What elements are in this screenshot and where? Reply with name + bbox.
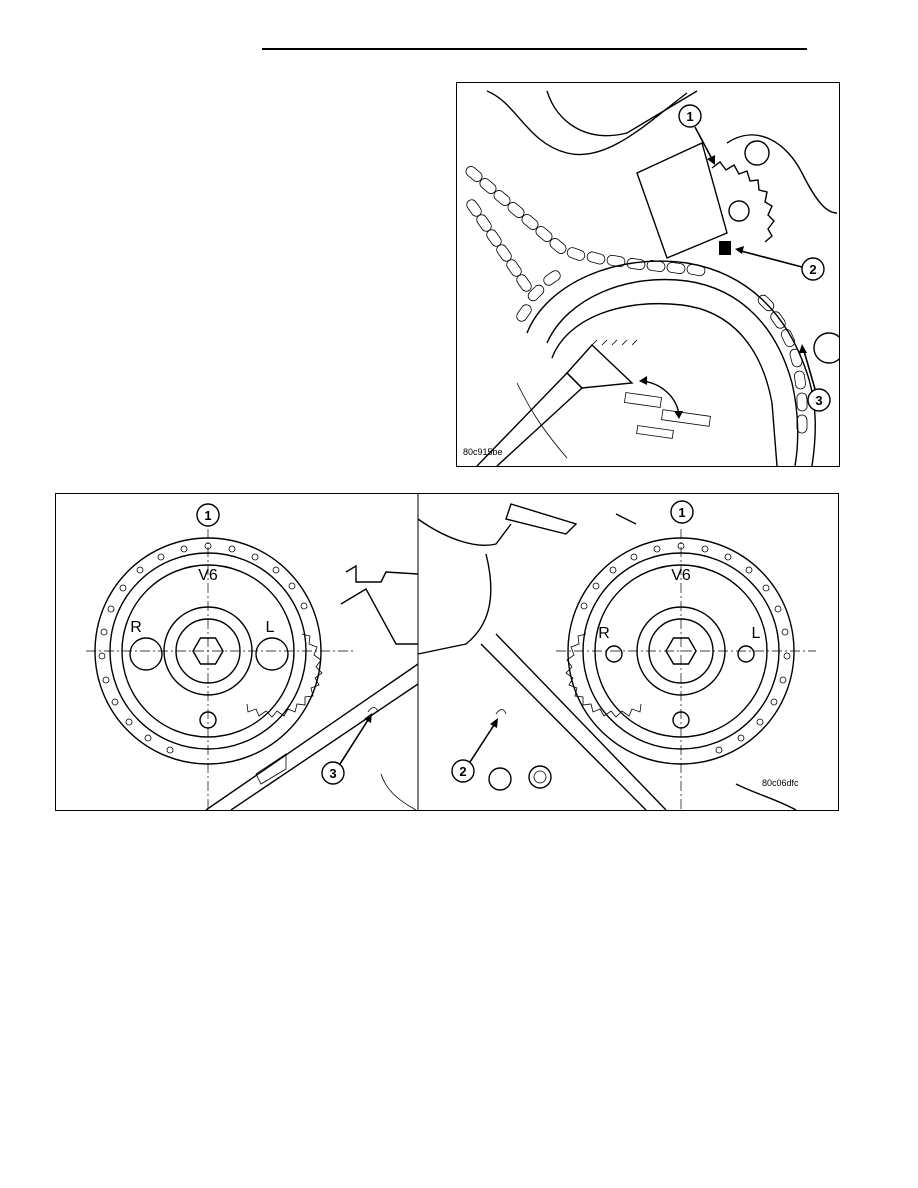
callout-3-label: 3 bbox=[815, 393, 822, 408]
figure-top-illustration: 1 2 3 80c915be bbox=[463, 90, 839, 466]
figure-cam-sprocket-alignment: V6 R L 1 bbox=[55, 493, 839, 811]
right-guide-edge-2 bbox=[495, 633, 667, 810]
right-bracket-tip bbox=[615, 513, 637, 525]
engine-outline bbox=[486, 90, 688, 156]
right-chain-pins bbox=[580, 542, 791, 754]
left-guide-edge-1 bbox=[205, 663, 419, 810]
timing-chain-sprocket-links bbox=[516, 270, 808, 434]
right-callout-1: 1 bbox=[670, 500, 694, 524]
right-callout-1-label: 1 bbox=[678, 505, 685, 520]
left-gear-label-r: R bbox=[130, 619, 142, 636]
right-boss-1 bbox=[488, 767, 512, 791]
left-bracket-top bbox=[345, 564, 419, 583]
sprocket-face bbox=[551, 302, 778, 466]
left-callout-1: 1 bbox=[196, 503, 220, 527]
right-lower-edge bbox=[735, 783, 797, 810]
right-gear-label-r: R bbox=[598, 625, 610, 642]
engine-outline-2 bbox=[546, 90, 698, 137]
sprocket-rim bbox=[546, 278, 799, 466]
left-callout-1-label: 1 bbox=[204, 508, 211, 523]
right-l-hole bbox=[737, 645, 755, 663]
tensioner-body bbox=[636, 142, 728, 259]
figure-timing-chain-tool: 1 2 3 80c915be bbox=[456, 82, 840, 467]
right-callout-2: 2 bbox=[451, 718, 498, 783]
right-sprocket: V6 R L bbox=[556, 529, 816, 810]
rotation-arrowhead bbox=[674, 411, 683, 419]
left-sprocket: V6 R L bbox=[86, 529, 356, 810]
callout-2-label: 2 bbox=[809, 262, 816, 277]
bracket-outline bbox=[726, 134, 838, 214]
right-sprocket-teeth bbox=[565, 633, 642, 718]
right-boss-2 bbox=[528, 765, 552, 789]
left-block-edge bbox=[380, 773, 417, 810]
right-bracket-top bbox=[505, 503, 578, 535]
timing-chain-lower-strand bbox=[466, 199, 532, 292]
header-rule bbox=[262, 48, 807, 50]
rotation-arrow bbox=[641, 380, 680, 416]
sprocket-mark-1 bbox=[624, 392, 662, 408]
sprocket-outer-chain bbox=[526, 260, 816, 466]
right-gear-label-l: L bbox=[752, 625, 761, 642]
bolt-thread bbox=[591, 339, 638, 346]
callout-2: 2 bbox=[735, 246, 825, 281]
figure-top-id: 80c915be bbox=[463, 447, 503, 457]
figure-bottom-id: 80c06dfc bbox=[762, 778, 799, 788]
left-callout-3-label: 3 bbox=[329, 766, 336, 781]
tensioner-pivot bbox=[728, 200, 750, 222]
left-guide-edge-2 bbox=[230, 683, 419, 810]
right-callout-2-label: 2 bbox=[459, 764, 466, 779]
sprocket-lower-edge bbox=[516, 382, 568, 459]
figure-bottom-illustration: V6 R L 1 bbox=[86, 494, 816, 810]
left-l-hole bbox=[255, 637, 289, 671]
left-gear-label-v6: V6 bbox=[198, 567, 218, 584]
bracket-hole bbox=[744, 140, 770, 166]
cam-gear-teeth bbox=[711, 161, 775, 243]
sprocket-mark-3 bbox=[636, 425, 674, 439]
lock-pin bbox=[719, 241, 731, 255]
left-r-hole bbox=[129, 637, 163, 671]
right-block-curve bbox=[417, 553, 492, 655]
callout-1-label: 1 bbox=[686, 109, 693, 124]
sprocket-mark-2 bbox=[661, 409, 711, 427]
left-guide-detail bbox=[255, 753, 287, 785]
left-chain-pins bbox=[98, 542, 308, 754]
right-block-outline bbox=[417, 518, 512, 546]
callout-3: 3 bbox=[799, 344, 831, 412]
rotation-arrowhead-2 bbox=[639, 376, 647, 385]
left-callout-3: 3 bbox=[321, 713, 372, 785]
left-sprocket-teeth bbox=[246, 633, 323, 718]
side-component bbox=[813, 332, 839, 364]
timing-chain-upper bbox=[465, 166, 706, 277]
left-gear-label-l: L bbox=[266, 619, 275, 636]
right-mark bbox=[495, 709, 507, 715]
right-guide-edge-1 bbox=[480, 643, 647, 810]
left-mark bbox=[367, 707, 379, 713]
left-bracket-arm bbox=[340, 588, 418, 645]
callout-1: 1 bbox=[678, 104, 715, 165]
wrench-head bbox=[566, 343, 634, 389]
right-r-hole bbox=[605, 645, 623, 663]
left-center-bolt bbox=[192, 637, 224, 665]
right-boss-2-inner bbox=[533, 770, 547, 784]
right-gear-label-v6: V6 bbox=[671, 567, 691, 584]
